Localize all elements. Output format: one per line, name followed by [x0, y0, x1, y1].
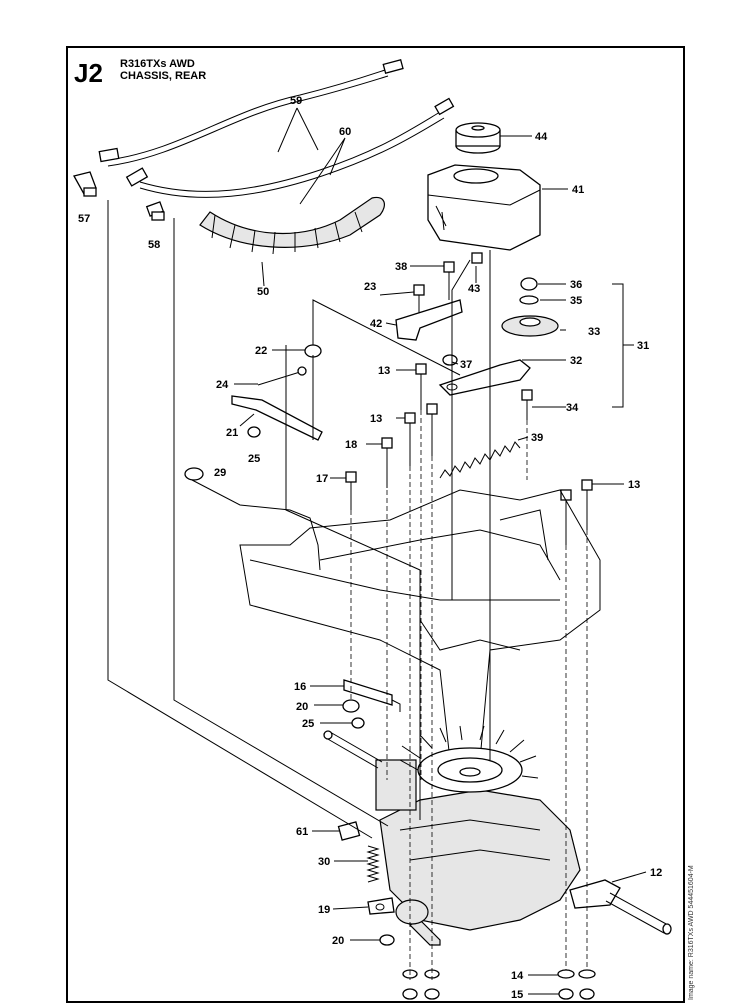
callout-38: 38: [395, 261, 407, 273]
lever-21: [231, 395, 323, 441]
callout-57: 57: [78, 213, 90, 225]
parking-rod-29: [184, 467, 321, 571]
straight-fitting-58: [145, 201, 165, 221]
bolt-17: [345, 471, 357, 510]
bolt-43: [471, 252, 483, 264]
bolt-38: [443, 261, 455, 300]
callout-37: 37: [460, 359, 472, 371]
callout-25-lower: 25: [302, 718, 314, 730]
callout-34: 34: [566, 402, 579, 414]
hose-routing-lines: [107, 200, 491, 839]
callout-21: 21: [226, 427, 238, 439]
cooling-fan: [399, 725, 539, 793]
callout-19: 19: [318, 904, 330, 916]
section-code: J2: [74, 58, 103, 88]
fitting-61: [337, 821, 361, 841]
callout-30: 30: [318, 856, 330, 868]
callout-23: 23: [364, 281, 376, 293]
bolt-34: [521, 389, 533, 420]
callout-20-lower: 20: [332, 935, 344, 947]
nut-15: [402, 969, 595, 1000]
callout-labels: 59 60 44 57 58 41 50 38 43 36 23 35 42 3…: [78, 95, 662, 1001]
callout-44: 44: [535, 131, 548, 143]
callout-60: 60: [339, 126, 351, 138]
callout-18: 18: [345, 439, 357, 451]
left-axle: [323, 730, 383, 769]
tension-spring-39: [439, 441, 521, 479]
nut-36: [520, 277, 538, 291]
callout-31: 31: [637, 340, 649, 352]
leader-lines: [234, 107, 647, 995]
callout-29: 29: [214, 467, 226, 479]
callout-15: 15: [511, 989, 523, 1001]
callout-43: 43: [468, 283, 480, 295]
callout-22: 22: [255, 345, 267, 357]
callout-13-upper: 13: [378, 365, 390, 377]
callout-32: 32: [570, 355, 582, 367]
bushing-37: [442, 354, 458, 366]
callout-20-upper: 20: [296, 701, 308, 713]
bracket-16: [343, 679, 401, 712]
washer-35: [519, 295, 539, 305]
callout-59: 59: [290, 95, 302, 107]
callout-33: 33: [588, 326, 600, 338]
hydraulic-hose-60: [125, 97, 455, 198]
callout-58: 58: [148, 239, 160, 251]
callout-16: 16: [294, 681, 306, 693]
bolt-13-pair: [404, 403, 438, 466]
idler-pulley-33: [501, 315, 559, 337]
callout-24: 24: [216, 379, 229, 391]
callout-13-middle: 13: [370, 413, 382, 425]
hydraulic-hose-59: [98, 59, 404, 167]
reservoir-cap-44: [455, 122, 501, 154]
washer-19: [367, 897, 395, 915]
spring-30: [366, 845, 380, 883]
transaxle-assembly: [375, 759, 581, 946]
bracket-42: [395, 299, 463, 341]
callout-41: 41: [572, 184, 584, 196]
callout-50: 50: [257, 286, 269, 298]
fastener-alignment-lines: [350, 410, 588, 980]
section-title: CHASSIS, REAR: [120, 70, 207, 82]
diagram-frame: [66, 46, 685, 1003]
model-title: R316TXs AWD: [120, 58, 195, 70]
idler-arm-32: [438, 359, 531, 396]
callout-39: 39: [531, 432, 543, 444]
nut-20-upper: [342, 699, 360, 713]
elbow-fitting-57: [73, 171, 97, 197]
nut-20-lower: [379, 934, 395, 946]
callout-36: 36: [570, 279, 582, 291]
bolt-13-upper: [415, 363, 427, 410]
washer-14: [557, 969, 596, 979]
callout-25-upper: 25: [248, 453, 260, 465]
callout-12: 12: [650, 867, 662, 879]
bolt-13-right: [560, 479, 593, 545]
nut-25-upper: [247, 426, 261, 438]
right-axle: [569, 879, 672, 935]
nut-25-lower: [351, 717, 365, 729]
callout-61: 61: [296, 826, 308, 838]
spiral-hose-guard-50: [199, 196, 386, 255]
callout-42: 42: [370, 318, 382, 330]
bolt-18: [381, 437, 393, 488]
oil-reservoir-41: [427, 164, 541, 251]
callout-35: 35: [570, 295, 582, 307]
callout-13-right: 13: [628, 479, 640, 491]
rod-24: [257, 366, 307, 386]
callout-14: 14: [511, 970, 524, 982]
callout-17: 17: [316, 473, 328, 485]
